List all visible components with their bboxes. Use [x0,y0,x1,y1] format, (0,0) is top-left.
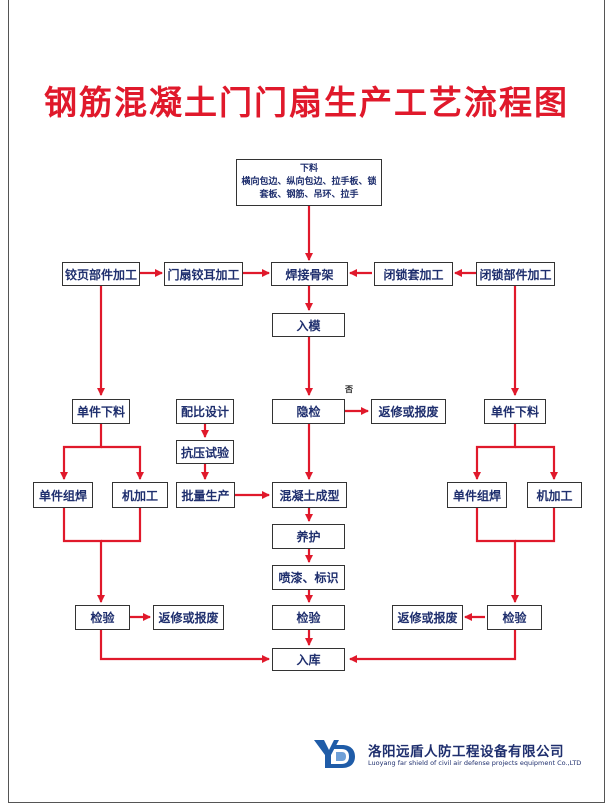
node-right-machining: 机加工 [527,482,582,508]
node-into-mold: 入模 [272,313,345,337]
arrow-rightcut-to-weld [473,424,517,480]
cutting-box: 下料 横向包边、纵向包边、拉手板、锁 套板、钢筋、吊环、拉手 [236,159,382,206]
page-frame [8,0,605,803]
node-hinge-parts: 铰页部件加工 [62,262,140,286]
node-right-cut: 单件下料 [484,399,546,424]
node-concrete-forming: 混凝土成型 [272,482,347,508]
cutting-items-line1: 横向包边、纵向包边、拉手板、锁 [241,177,377,187]
node-left-inspect: 检验 [75,605,130,630]
diagram-title: 钢筋混凝土门门扇生产工艺流程图 [44,83,569,122]
node-storage: 入库 [272,648,345,671]
arrow-rightweld-to-inspect [475,508,519,603]
node-compression-test: 抗压试验 [176,440,234,464]
node-mid-inspect: 检验 [272,605,345,630]
company-name-cn: 洛阳远盾人防工程设备有限公司 [368,744,564,760]
node-curing: 养护 [272,524,345,549]
arrow-leftcut-to-weld [60,424,103,480]
node-rework-left: 返修或报废 [153,605,224,630]
cutting-items-line2: 套板、钢筋、吊环、拉手 [259,190,359,200]
company-logo [314,740,355,768]
node-left-machining: 机加工 [112,482,168,508]
arrow-leftcut-to-machining [101,445,144,480]
node-lock-sleeve: 闭锁套加工 [374,262,453,286]
node-hidden-check: 隐检 [272,399,345,424]
node-left-weld: 单件组焊 [33,482,93,508]
arrow-rightinspect-to-storage [349,630,517,663]
node-rework-mid: 返修或报废 [371,399,446,424]
node-paint-mark: 喷漆、标识 [272,565,345,590]
node-weld-frame: 焊接骨架 [271,262,348,286]
node-left-cut: 单件下料 [72,399,130,424]
node-right-weld: 单件组焊 [447,482,507,508]
node-right-inspect: 检验 [487,605,542,630]
node-door-hinge-ear: 门扇铰耳加工 [164,262,243,286]
node-rework-right: 返修或报废 [392,605,463,630]
arrow-rightcut-to-machining [515,445,558,480]
arrow-leftweld-to-inspect [62,508,105,603]
node-batch-production: 批量生产 [176,482,235,508]
arrow-leftinspect-to-storage [99,630,270,663]
company-name-en: Luoyang far shield of civil air defense … [368,759,582,767]
node-mix-design: 配比设计 [176,399,234,424]
cutting-title: 下料 [299,164,318,174]
fail-label: 否 [345,385,353,394]
node-lock-parts: 闭锁部件加工 [476,262,555,286]
